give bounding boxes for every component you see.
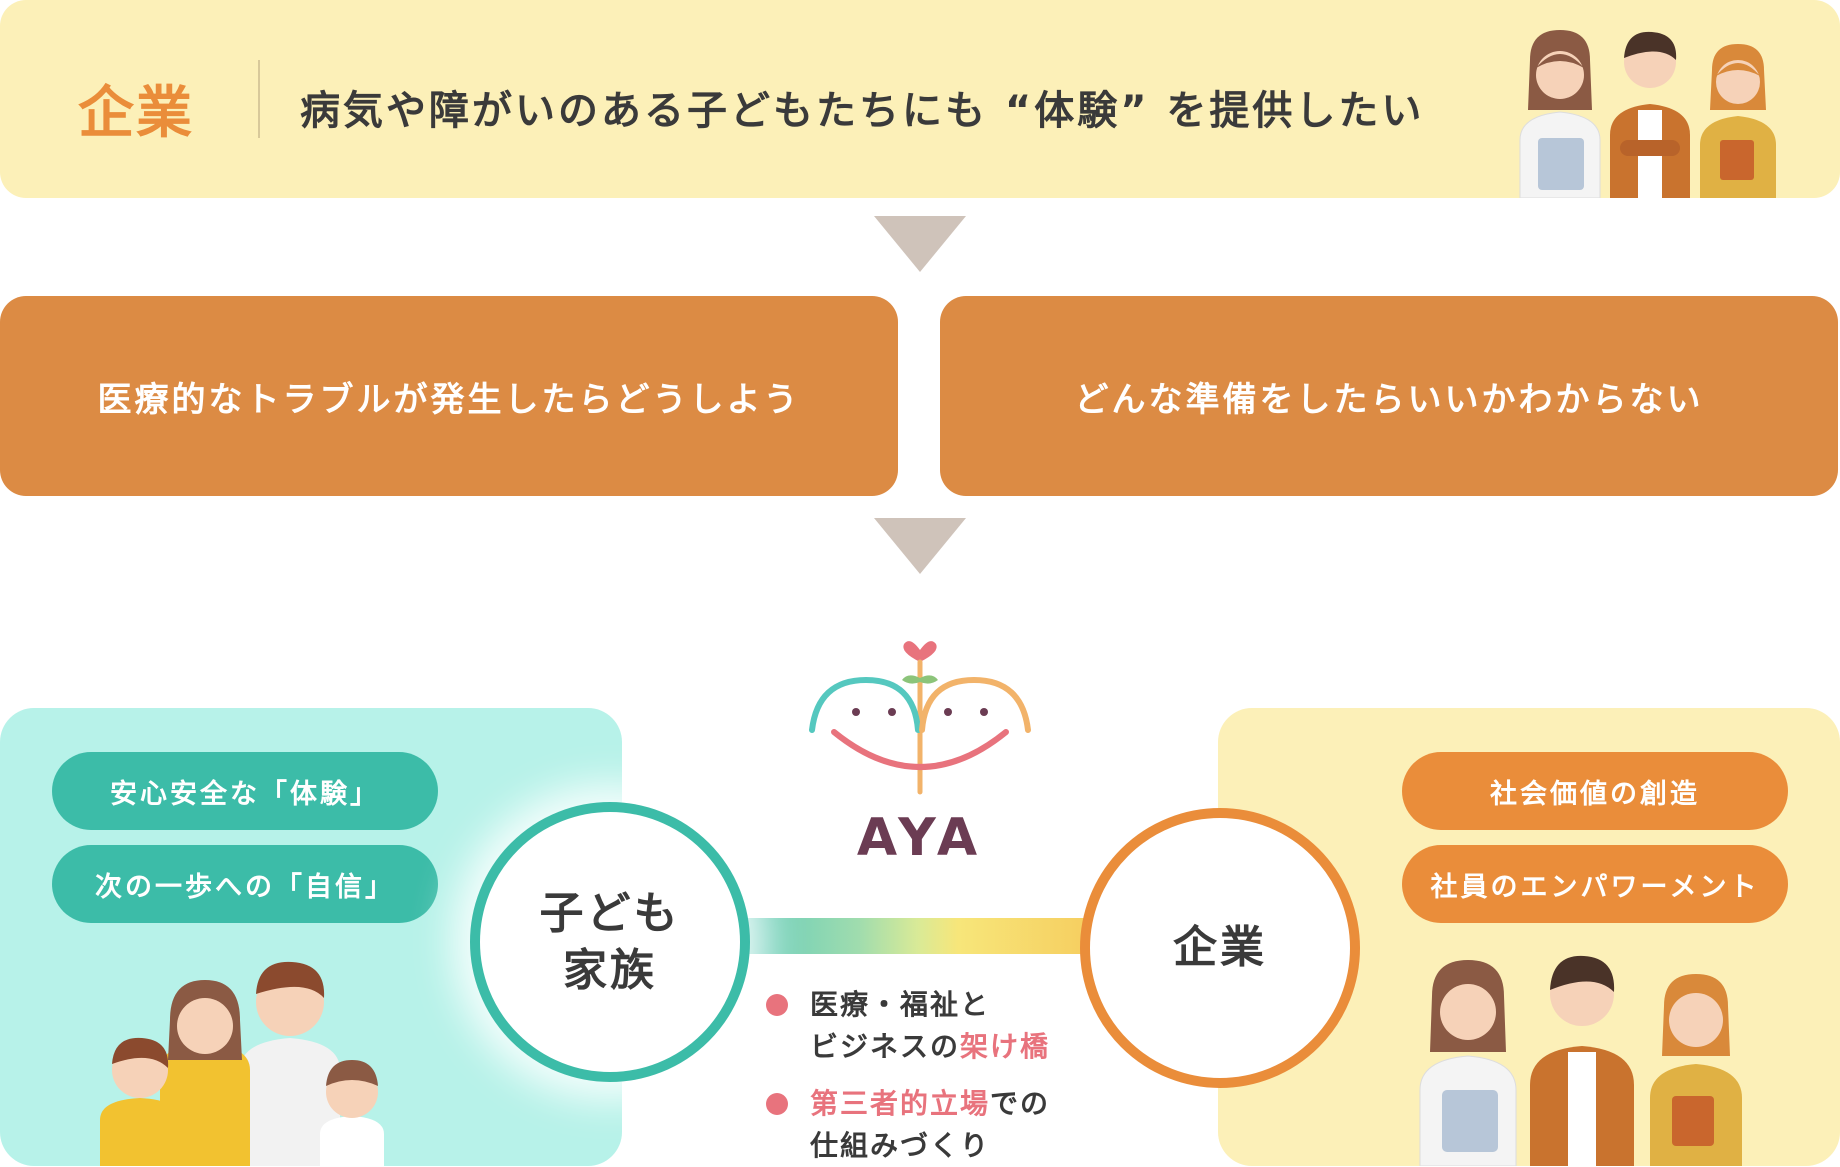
bullet-dot-icon [766, 994, 788, 1016]
arrow-down-icon [874, 216, 966, 272]
bullet-point: 第三者的立場での 仕組みづくり [766, 1083, 1050, 1167]
arrow-down-icon [874, 518, 966, 574]
banner-label: 企業 [78, 81, 194, 146]
aya-sprout-logo-icon [809, 641, 1031, 795]
family-benefit-pill: 次の一歩への「自信」 [52, 845, 438, 923]
bullet-line: 仕組みづくり [810, 1129, 991, 1162]
company-benefit-pill: 社会価値の創造 [1402, 752, 1788, 830]
connector-bar [718, 918, 1118, 954]
company-circle: 企業 [1080, 808, 1360, 1088]
family-circle: 子ども 家族 [470, 802, 750, 1082]
aya-logo-name: AYA [856, 808, 984, 868]
concern-box-preparation: どんな準備をしたらいいかわからない [940, 296, 1838, 496]
family-benefit-pill: 安心安全な「体験」 [52, 752, 438, 830]
banner-headline: 病気や障がいのある子どもたちにも “体験” を提供したい [300, 88, 1425, 134]
concern-text: 医療的なトラブルが発生したらどうしよう [97, 379, 801, 420]
banner-divider [258, 60, 260, 138]
business-people-illustration-icon [1519, 30, 1776, 198]
business-people-illustration-icon [1419, 955, 1742, 1166]
bullet-point: 医療・福祉と ビジネスの架け橋 [766, 984, 1050, 1068]
bullet-line: 医療・福祉と [810, 988, 991, 1021]
bullet-line: ビジネスの架け橋 [810, 1030, 1051, 1063]
concern-text: どんな準備をしたらいいかわからない [1074, 379, 1704, 420]
company-benefit-pill: 社員のエンパワーメント [1402, 845, 1788, 923]
bullet-dot-icon [766, 1093, 788, 1115]
family-circle-label: 子ども 家族 [539, 887, 681, 996]
company-circle-label: 企業 [1173, 922, 1267, 974]
bullet-line: 第三者的立場での [810, 1087, 1051, 1120]
bullet-highlight: 架け橋 [960, 1030, 1051, 1063]
concern-box-medical: 医療的なトラブルが発生したらどうしよう [0, 296, 898, 496]
bullet-highlight: 第三者的立場 [810, 1087, 991, 1120]
family-illustration-icon [100, 961, 384, 1166]
